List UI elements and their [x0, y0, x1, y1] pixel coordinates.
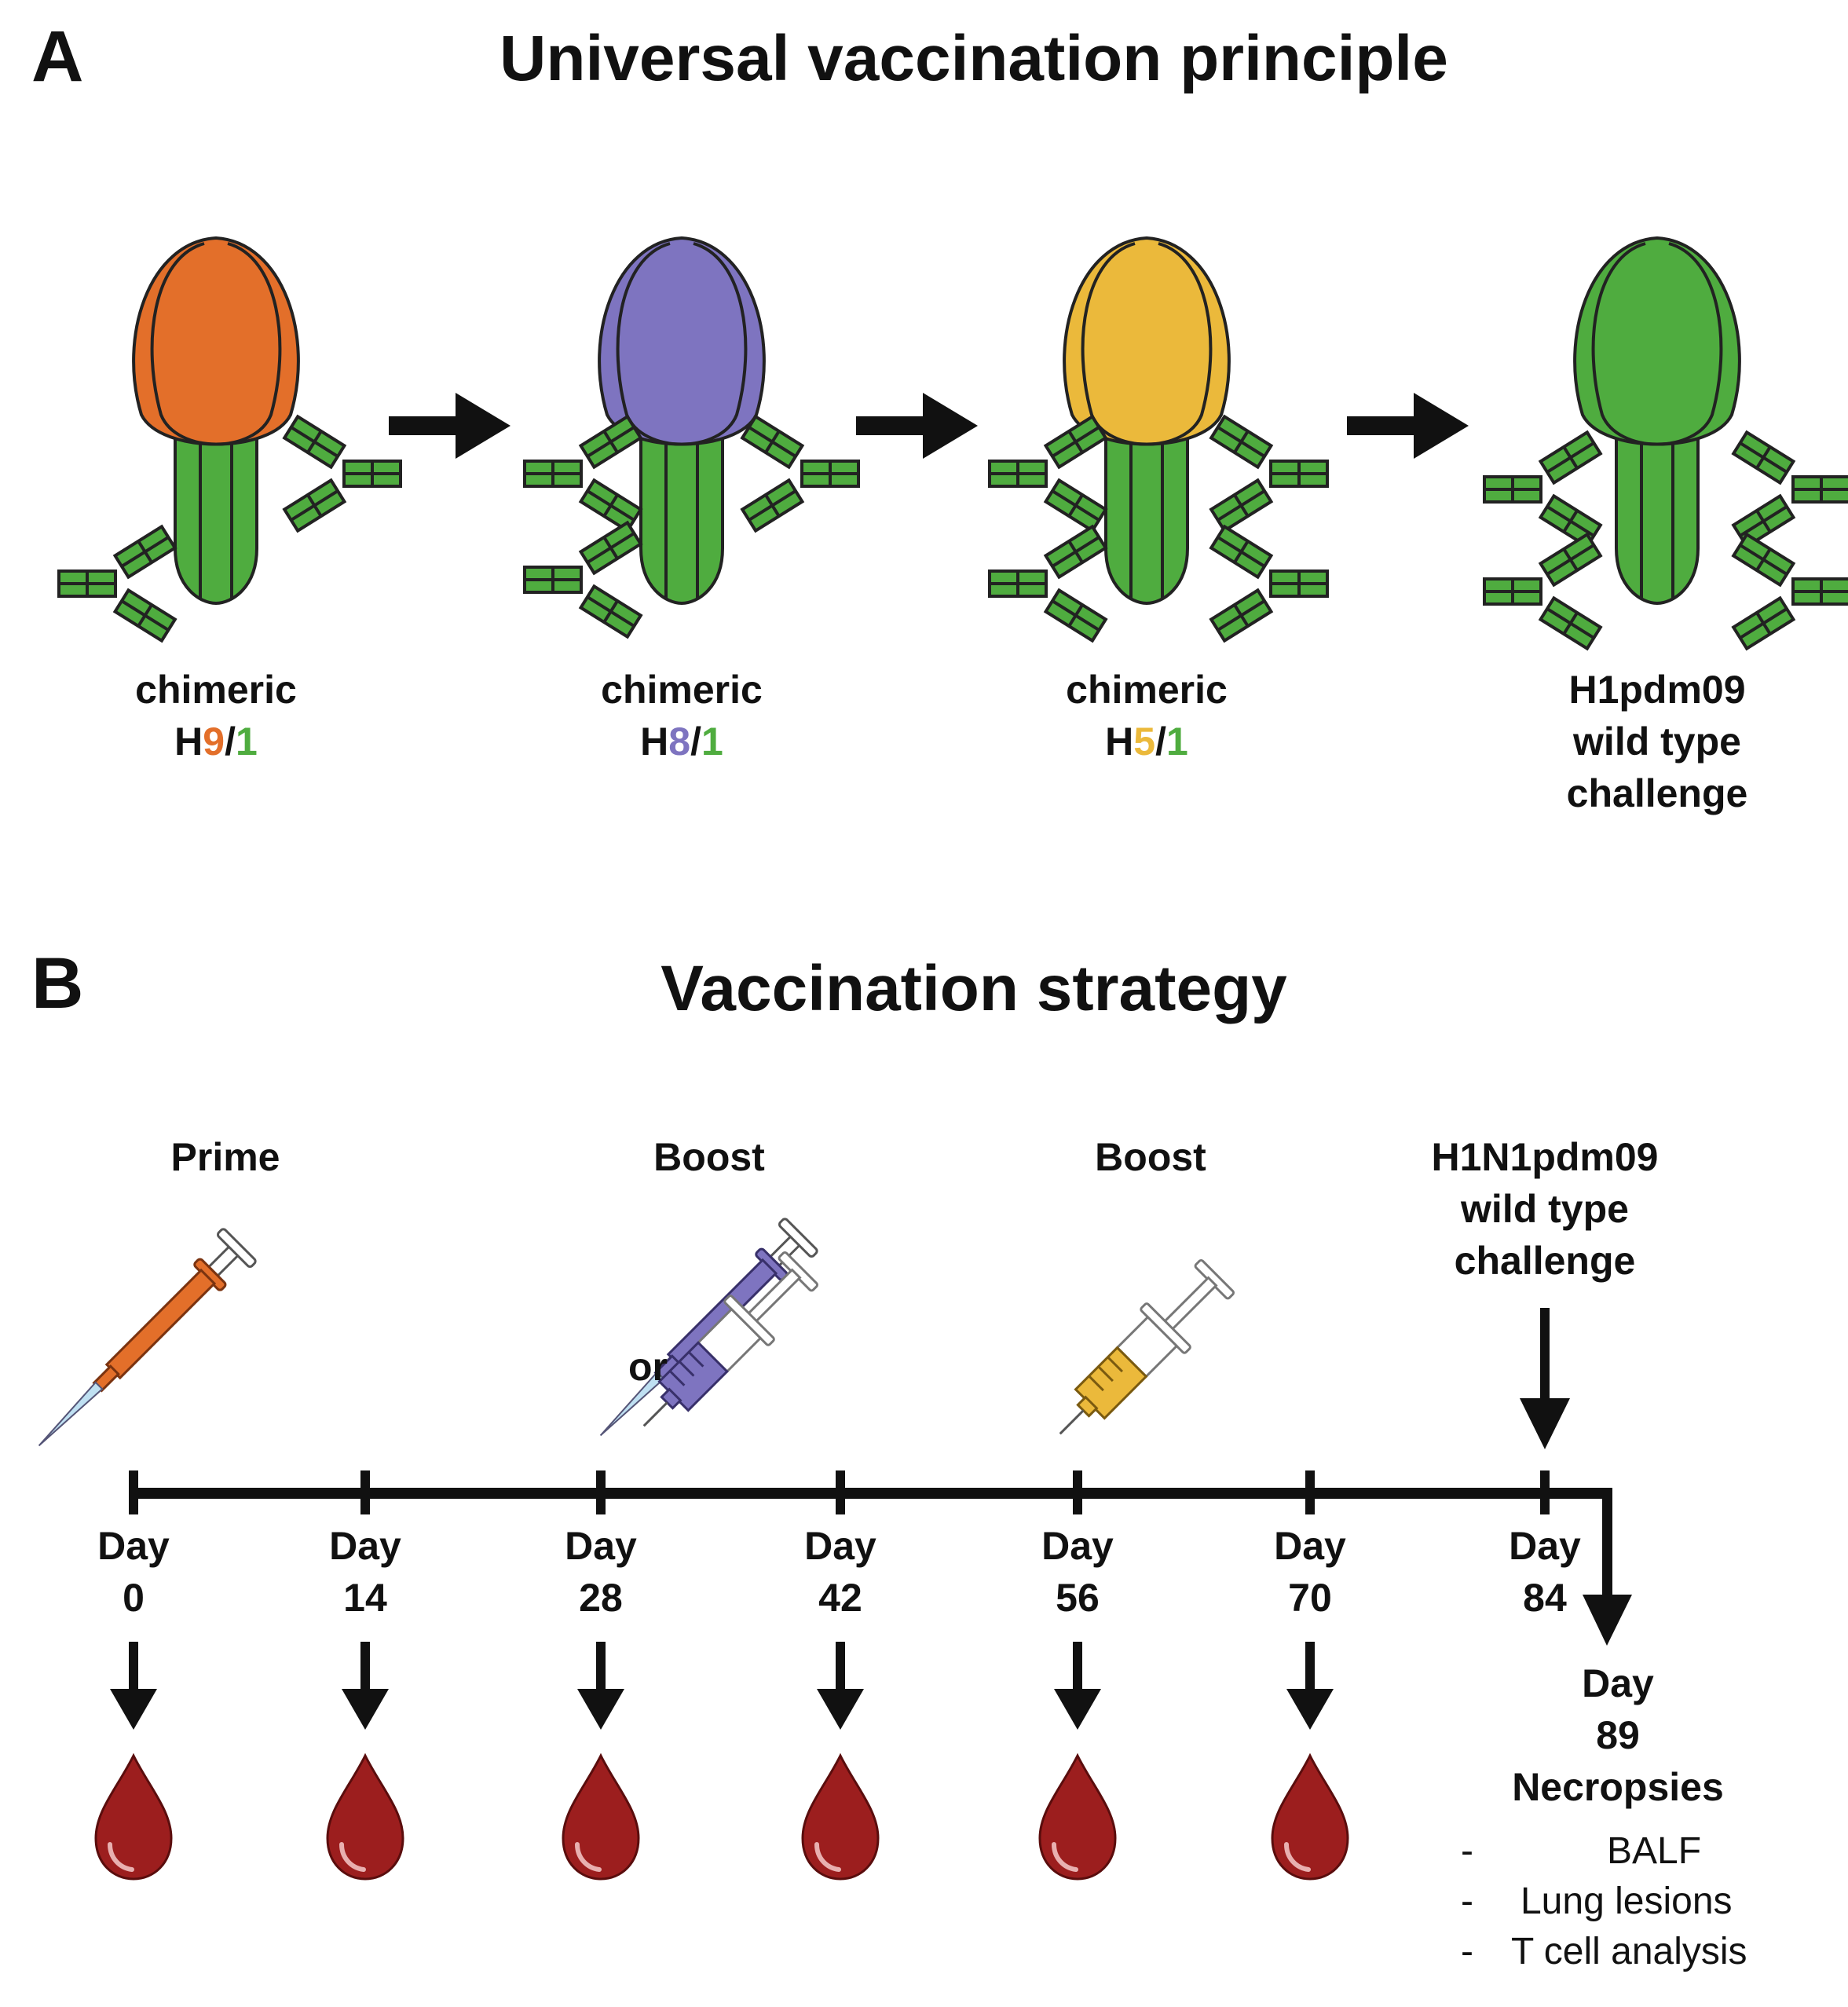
antigen-h5-1 [988, 236, 1329, 643]
timeline-tick [836, 1470, 845, 1514]
necropsy-list: -BALF -Lung lesions -T cell analysis [1461, 1826, 1747, 1977]
necropsy-item: -BALF [1461, 1830, 1702, 1872]
timeline-tick [1073, 1470, 1082, 1514]
boost-label: Boost [653, 1135, 765, 1179]
boost2-syringe-icon [1059, 1258, 1235, 1435]
blood-drop-icon [563, 1756, 639, 1879]
blood-drop-icon [1040, 1756, 1115, 1879]
blood-drop-icon [803, 1756, 878, 1879]
antigen-label-h9: chimeric H9/1 [135, 668, 297, 764]
blood-drop-icon [1272, 1756, 1348, 1879]
timeline-tick [129, 1470, 138, 1514]
boost-alt-syringe-icon [642, 1251, 819, 1427]
final-day-label: Day 89 Necropsies [1512, 1657, 1724, 1813]
antigen-label-h8: chimeric H8/1 [601, 668, 763, 764]
sampling-arrow-icon [1054, 1642, 1101, 1730]
necropsies-title: Necropsies [1512, 1765, 1724, 1809]
sampling-arrow-icon [342, 1642, 389, 1730]
antigen-h1pdm09 [1483, 236, 1848, 650]
timeline-tick [596, 1470, 606, 1514]
sampling-arrow-icon [577, 1642, 624, 1730]
right-arrow-icon [389, 393, 510, 459]
prime-syringe-icon [38, 1228, 257, 1447]
timeline-tick [360, 1470, 370, 1514]
right-arrow-icon [1347, 393, 1469, 459]
sampling-arrow-icon [817, 1642, 864, 1730]
panel-a-letter: A [31, 16, 84, 97]
challenge-arrow-icon [1520, 1308, 1570, 1449]
or-label: or [628, 1345, 668, 1389]
panel-b-title: Vaccination strategy [661, 953, 1287, 1024]
right-arrow-icon [856, 393, 978, 459]
antigen-h8-1 [523, 236, 860, 639]
boost-syringe-icon [599, 1218, 818, 1437]
panel-b-letter: B [31, 943, 84, 1024]
sampling-arrow-icon [1286, 1642, 1334, 1730]
necropsy-item: -T cell analysis [1461, 1931, 1747, 1972]
antigen-label-h1pdm09: H1pdm09 wild type challenge [1566, 668, 1748, 815]
prime-label: Prime [170, 1135, 280, 1179]
boost2-label: Boost [1095, 1135, 1206, 1179]
necropsy-item: -Lung lesions [1461, 1881, 1733, 1922]
antigen-label-h5: chimeric H5/1 [1066, 668, 1228, 764]
timeline [129, 1470, 1632, 1646]
blood-drop-icon [96, 1756, 171, 1879]
challenge-label: H1N1pdm09 wild type challenge [1431, 1135, 1659, 1283]
sampling-arrow-icon [110, 1642, 157, 1730]
blood-drop-icon [328, 1756, 403, 1879]
timeline-tick [1305, 1470, 1315, 1514]
timeline-tick [1540, 1470, 1550, 1514]
panel-a-title: Universal vaccination principle [500, 23, 1448, 94]
antigen-h9-1 [57, 236, 402, 643]
